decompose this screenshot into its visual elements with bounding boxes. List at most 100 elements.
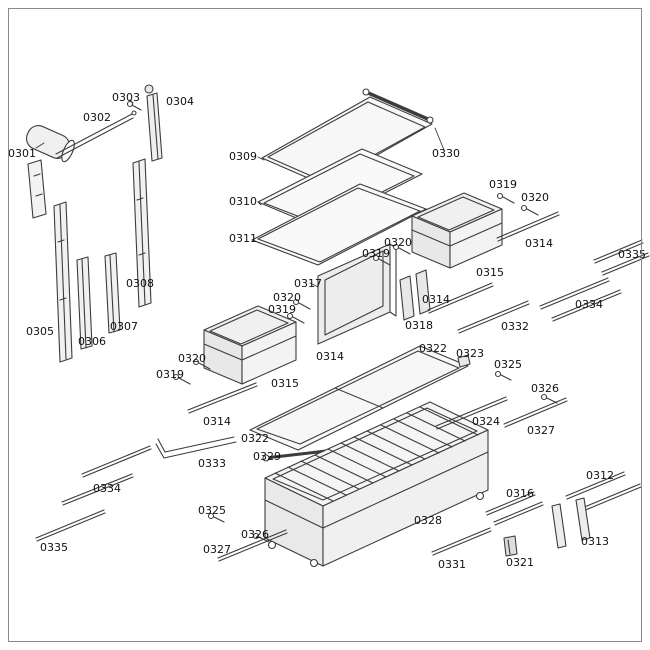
screw-0319-left-drawer	[172, 373, 191, 385]
part-label-0319: 0319	[156, 368, 184, 381]
part-label-0314: 0314	[316, 350, 344, 363]
rail-0335-left	[35, 509, 106, 542]
part-label-0308: 0308	[126, 277, 154, 290]
part-0318-posts	[399, 269, 431, 321]
part-label-0326: 0326	[531, 382, 559, 395]
part-label-0311: 0311	[229, 232, 257, 245]
screw-0320-top-right	[520, 204, 539, 216]
part-label-0306: 0306	[78, 335, 106, 348]
part-label-0325: 0325	[494, 358, 522, 371]
part-label-0328: 0328	[414, 514, 442, 527]
part-label-0315: 0315	[476, 266, 504, 279]
part-label-0319: 0319	[268, 303, 296, 316]
part-label-0335: 0335	[40, 541, 68, 554]
part-label-0322: 0322	[419, 342, 447, 355]
screw-0319-top-right	[496, 192, 515, 204]
rail-0314-top-right	[496, 211, 560, 242]
screw-0319-right-drawer	[372, 254, 391, 266]
part-label-0301: 0301	[8, 147, 36, 160]
leader-lines	[35, 99, 445, 288]
rail-0334-right-a	[539, 277, 610, 310]
part-label-0318: 0318	[405, 319, 433, 332]
screw-0320-right-drawer	[392, 243, 411, 255]
screw-0326-bottom	[252, 532, 270, 543]
part-label-0312: 0312	[586, 469, 614, 482]
part-0315-right-drawer	[411, 192, 503, 269]
screw-0319-panel	[286, 312, 305, 324]
part-0304-post	[144, 84, 163, 162]
part-label-0305: 0305	[26, 325, 54, 338]
rail-0335-right-a	[593, 239, 644, 264]
part-label-0313: 0313	[581, 535, 609, 548]
rail-0314-center	[427, 282, 494, 314]
part-0321-bracket	[503, 535, 518, 557]
part-label-0314: 0314	[203, 415, 231, 428]
part-0301-roller	[25, 125, 75, 219]
part-label-0307: 0307	[110, 320, 138, 333]
rail-0316-b	[493, 501, 544, 526]
part-label-0335: 0335	[618, 248, 646, 261]
part-label-0317: 0317	[294, 277, 322, 290]
part-label-0322: 0322	[241, 432, 269, 445]
part-label-0327: 0327	[203, 543, 231, 556]
part-label-0321: 0321	[506, 556, 534, 569]
bracket-0333	[155, 436, 237, 459]
screw-0320-panel	[292, 298, 311, 310]
part-0308-post	[132, 158, 152, 308]
rail-0312-a	[565, 471, 626, 500]
rail-0324	[435, 396, 508, 430]
part-0306-post	[76, 256, 93, 350]
rail-0314-left	[187, 382, 258, 414]
part-0322-shelf	[249, 345, 469, 451]
part-label-0325: 0325	[198, 504, 226, 517]
part-label-0303: 0303	[112, 91, 140, 104]
part-label-0333: 0333	[198, 457, 226, 470]
part-label-0304: 0304	[166, 95, 194, 108]
part-label-0315: 0315	[271, 377, 299, 390]
part-0303-screw	[126, 100, 142, 111]
part-label-0331: 0331	[438, 558, 466, 571]
part-label-0316: 0316	[506, 487, 534, 500]
part-label-0309: 0309	[229, 150, 257, 163]
part-label-0302: 0302	[83, 111, 111, 124]
part-label-0334: 0334	[575, 298, 603, 311]
rail-0334-right-b	[551, 289, 622, 322]
rail-0312-b	[581, 483, 642, 512]
part-label-0323: 0323	[456, 347, 484, 360]
part-label-0329: 0329	[253, 450, 281, 463]
part-label-0319: 0319	[489, 178, 517, 191]
screw-0325-bottom	[207, 512, 225, 523]
part-label-0327: 0327	[527, 424, 555, 437]
part-0315-left-drawer	[203, 305, 297, 385]
part-0317-panel	[317, 243, 397, 345]
rail-0331	[431, 527, 492, 556]
part-0305-post	[53, 201, 73, 363]
part-0309-shelf	[261, 88, 434, 186]
part-label-0320: 0320	[178, 352, 206, 365]
rail-0334-left-a	[81, 445, 152, 478]
part-label-0314: 0314	[525, 237, 553, 250]
part-0323-clip	[457, 354, 471, 368]
part-label-0320: 0320	[521, 191, 549, 204]
part-0328-drawer	[264, 401, 489, 568]
part-label-0324: 0324	[472, 415, 500, 428]
screw-0326-right	[540, 393, 558, 404]
part-label-0319: 0319	[362, 247, 390, 260]
part-label-0332: 0332	[501, 320, 529, 333]
part-label-0320: 0320	[273, 291, 301, 304]
part-label-0334: 0334	[93, 482, 121, 495]
rail-0334-left-b	[61, 473, 134, 506]
part-0311-shelf	[251, 183, 427, 266]
part-0313-brackets	[551, 497, 591, 549]
part-label-0310: 0310	[229, 195, 257, 208]
rail-0316-a	[485, 491, 536, 516]
part-0302-rod	[55, 110, 137, 159]
screw-0320-left-drawer	[192, 358, 211, 370]
part-label-0326: 0326	[241, 528, 269, 541]
part-label-0320: 0320	[384, 236, 412, 249]
part-label-0330: 0330	[432, 147, 460, 160]
screw-0325-right	[494, 370, 512, 381]
